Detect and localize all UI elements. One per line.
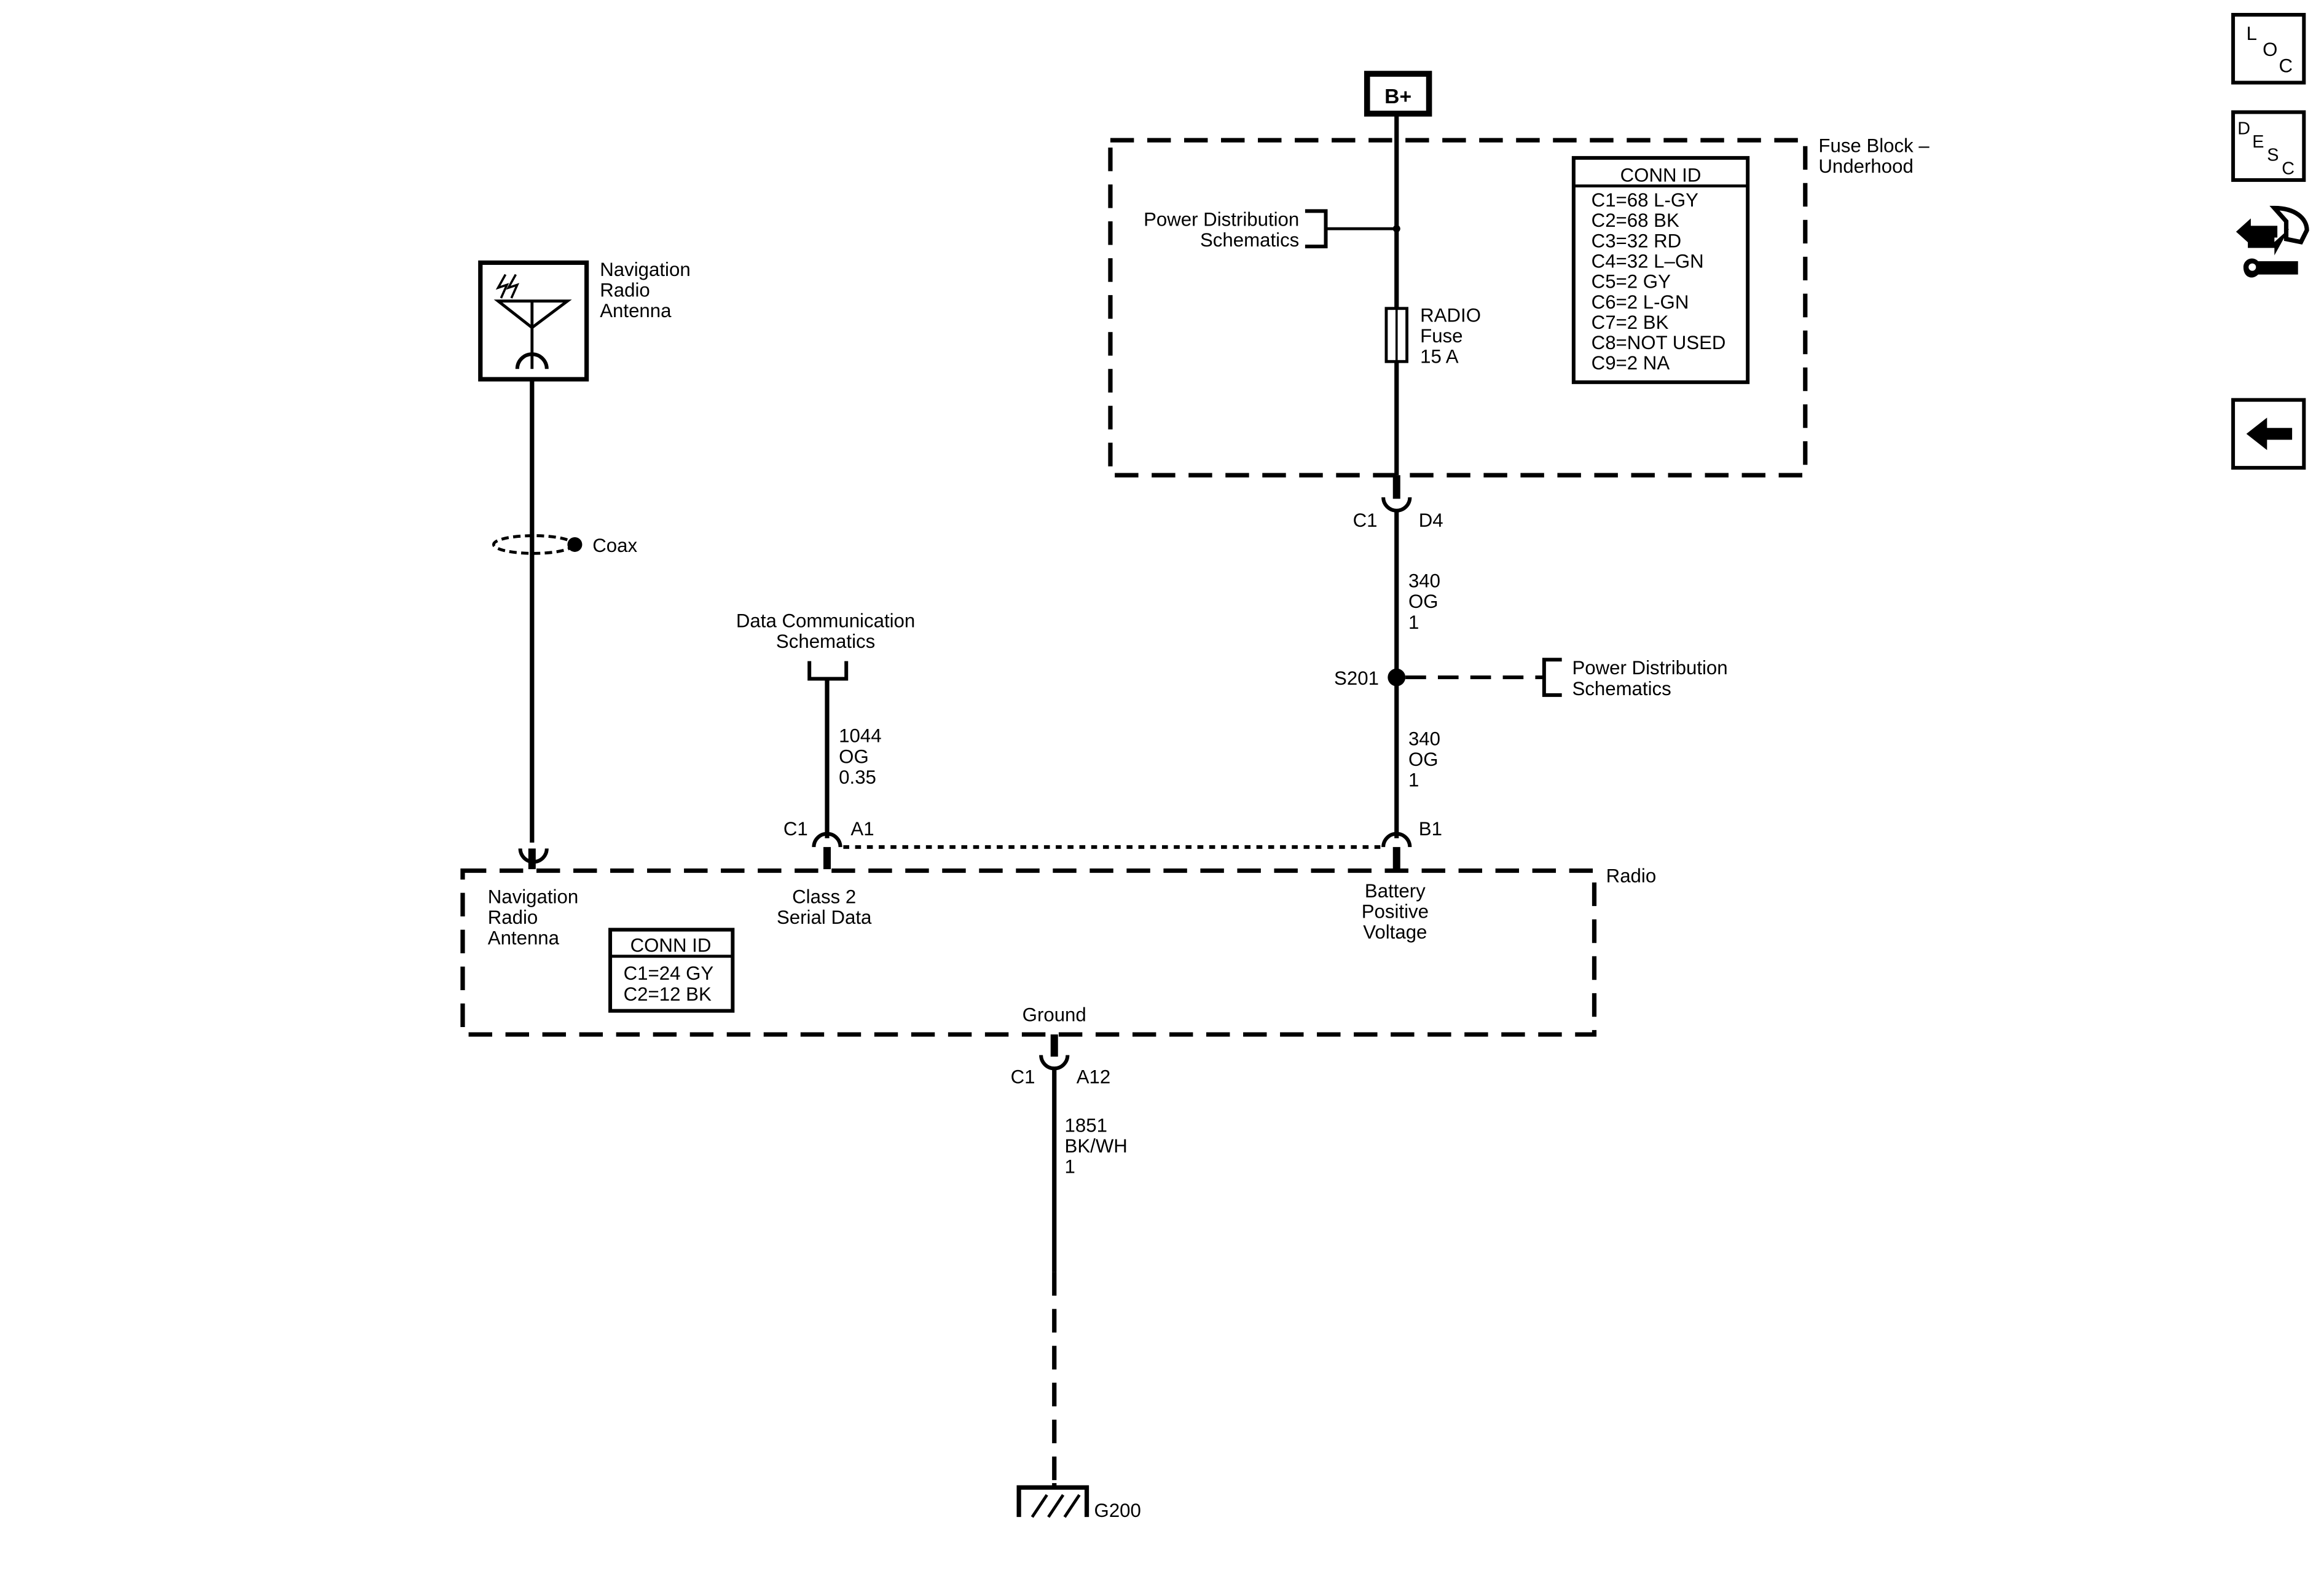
desc-letter-4: C (2282, 159, 2295, 178)
loc-letter-3: C (2279, 55, 2293, 77)
connector-b1: B1 (1381, 818, 1442, 870)
fuse-block-conn-id-title: CONN ID (1620, 164, 1702, 186)
desc-letter-1: D (2237, 119, 2250, 138)
ground-g200-label: G200 (1094, 1500, 1141, 1521)
conn-id-entry: C6=2 L-GN (1592, 291, 1689, 313)
radio-conn-id-title: CONN ID (630, 935, 712, 956)
radio-pin-c1: C1 (783, 818, 808, 840)
back-button[interactable] (2231, 398, 2306, 470)
ground-connector-pin: A12 (1077, 1066, 1111, 1087)
desc-button[interactable]: D E S C (2231, 110, 2306, 182)
splice-s201-label: S201 (1334, 667, 1379, 689)
connector-c1-d4-c: C1 (1353, 510, 1378, 531)
ground-g200: G200 (1016, 1483, 1141, 1521)
conn-id-entry: C2=68 BK (1592, 210, 1679, 231)
conn-id-entry: C5=2 GY (1592, 271, 1671, 293)
radio-name: Radio (1606, 865, 1657, 887)
conn-id-entry: C2=12 BK (624, 983, 712, 1005)
back-arrow-icon (2246, 417, 2293, 451)
connector-c1-a1: C1 A1 (783, 818, 874, 870)
conn-id-entry: C3=32 RD (1592, 230, 1682, 251)
connector-c1-d4-pin: D4 (1419, 510, 1443, 531)
ground-connector-c: C1 (1011, 1066, 1035, 1087)
connector-repair-icon[interactable] (2236, 205, 2309, 278)
conn-id-entry: C8=NOT USED (1592, 332, 1726, 353)
radio-ground-label: Ground (1023, 1004, 1086, 1025)
radio-pin-b1: B1 (1419, 818, 1442, 840)
connector-c1-a12: C1 A12 (1011, 1034, 1111, 1087)
battery-supply: B+ (1364, 71, 1432, 117)
conn-id-entry: C1=24 GY (624, 963, 714, 984)
loc-button[interactable]: L O C (2231, 13, 2306, 85)
conn-id-entry: C9=2 NA (1592, 352, 1670, 374)
conn-id-entry: C4=32 L–GN (1592, 251, 1704, 272)
coax-label: Coax (592, 535, 637, 556)
conn-id-entry: C7=2 BK (1592, 312, 1669, 333)
coax-marker: Coax (492, 534, 637, 556)
radio-pin-a1: A1 (850, 818, 874, 840)
fuse-block-name: Fuse Block –Underhood (1818, 135, 1929, 177)
battery-supply-label: B+ (1384, 85, 1411, 108)
fuse-block: Fuse Block –Underhood (1108, 135, 1929, 478)
conn-id-entry: C1=68 L-GY (1592, 189, 1699, 211)
desc-letter-3: S (2267, 146, 2279, 165)
desc-letter-2: E (2252, 132, 2264, 152)
loc-letter-1: L (2247, 23, 2257, 44)
loc-letter-2: O (2263, 39, 2277, 60)
